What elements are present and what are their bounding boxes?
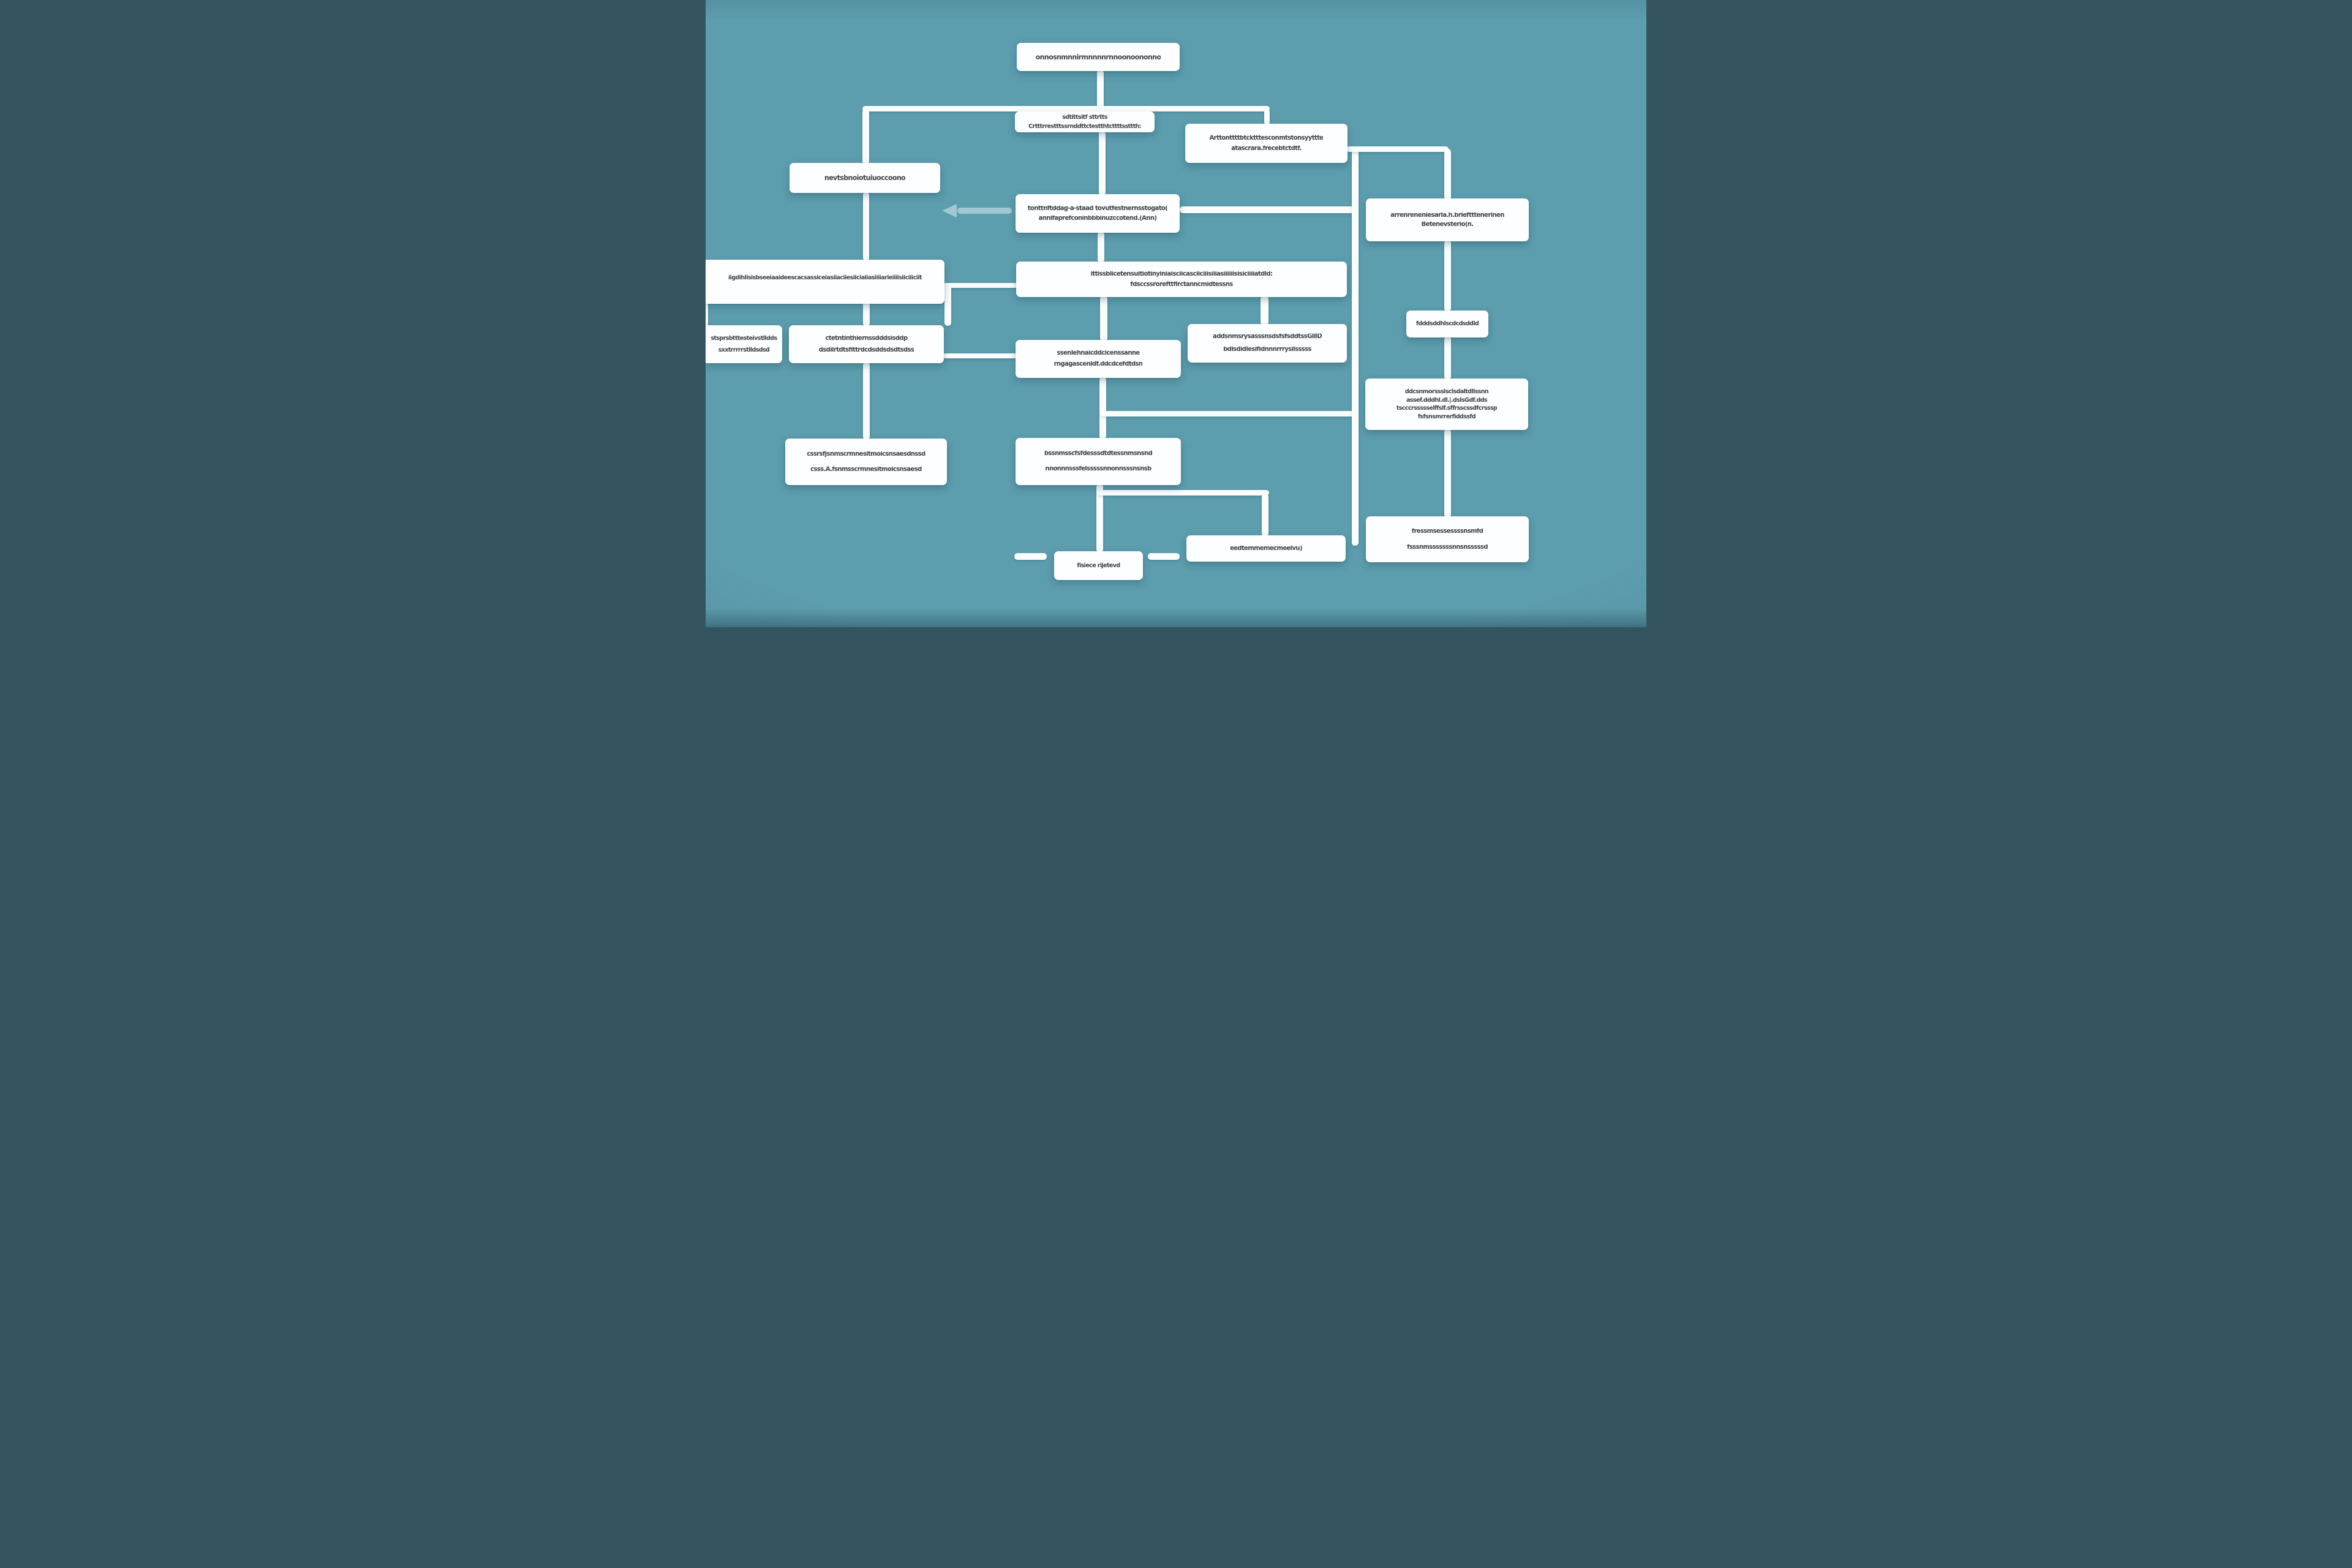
connector-stub-to-j-corner	[944, 285, 951, 326]
flowchart-canvas: onnosnmnnirmnnnnrnnoonoononno sdtittsitf…	[706, 0, 1646, 627]
flow-node-f: arrenreneniesarla.h.brieftttenerinen Bet…	[1366, 198, 1529, 241]
connector-k-to-p	[1099, 377, 1106, 439]
connector-bottom-jog-to-q	[1262, 494, 1268, 537]
connector-drop-to-c	[1264, 109, 1270, 125]
node-label: rngagascenldf.ddcdcefdtdsn	[1054, 361, 1143, 368]
node-label: eedtemmemecmeelvu)	[1230, 545, 1302, 552]
node-label: fressmsessessssnsmfd	[1411, 528, 1483, 535]
node-label: fdddsddhlscdcdsddld	[1415, 321, 1479, 327]
flow-node-m: fdddsddhlscdcdsddld	[1406, 311, 1488, 337]
flow-node-n: ddcsnmorssslsclsdaltdllssnn assef.dddhl.…	[1365, 379, 1528, 430]
connector-g-to-j	[863, 295, 870, 326]
node-label: dsdilrtdtsfittrdcdsddsdsdtsdss	[818, 347, 914, 353]
node-label: nnonnnsssfelsssssnnonnsssnsnsb	[1045, 466, 1152, 473]
flow-node-a: onnosnmnnirmnnnnrnnoonoononno	[1017, 43, 1180, 71]
node-label: nevtsbnoiotuiuoccoono	[824, 174, 906, 182]
flow-node-b: sdtittsitf sttrtts Crtttrrestttssrnddttc…	[1015, 111, 1155, 132]
connector-h-to-k	[1100, 296, 1107, 341]
flow-node-p: bssnmsscfsfdesssdtdtessnmsnsnd nnonnnsss…	[1016, 438, 1181, 485]
connector-a-to-b	[1097, 70, 1104, 113]
flow-node-l: addsnmsrysasssnsdsfsfsddtssGlllD bdlsdid…	[1188, 324, 1347, 363]
node-label: tscccrssssselffslf.sffrsscssdfcrsssp	[1396, 405, 1498, 412]
node-label: onnosnmnnirmnnnnrnnoonoononno	[1035, 53, 1161, 61]
node-label: tonttnftddag-a-staad tovutfestnernsstoga…	[1027, 205, 1168, 212]
flow-node-g: iigdihlisisbseeiaaideescacsassiceiasiiac…	[706, 260, 944, 304]
node-label: ittissblicetensuitiotinyiniaisciicasciic…	[1090, 271, 1273, 277]
left-arrow-icon	[942, 204, 957, 217]
connector-main-horizontal	[862, 106, 1270, 111]
connector-bottom-jog-horizontal	[1098, 490, 1269, 496]
node-label: arrenreneniesarla.h.brieftttenerinen	[1390, 212, 1504, 219]
flow-node-j: ctetntinthiernssdddsisddp dsdilrtdtsfitt…	[789, 325, 944, 363]
connector-inner-vertical	[1352, 147, 1359, 546]
connector-g-to-i-left-edge	[706, 295, 708, 326]
node-label: ssenlehnaicddcicenssanne	[1057, 350, 1140, 357]
node-label: csss.A.fsnmsscrmnesitmoicsnsaesd	[810, 466, 922, 473]
node-label: iigdihlisisbseeiaaideescacsassiceiasiiac…	[728, 275, 922, 281]
node-label: Arttonttttbtcktttesconmtstonsyyttte	[1209, 135, 1324, 141]
node-label: Betenevsterio(n.	[1421, 221, 1474, 228]
flow-node-d: nevtsbnoiotuiuoccoono	[790, 163, 940, 193]
node-label: fsssnmsssssssnnsnsssssd	[1407, 544, 1488, 551]
node-label: ctetntinthiernssdddsisddp	[825, 335, 908, 342]
dash-right-of-r	[1148, 553, 1180, 560]
flow-node-o: cssrsfjsnmscrmnesitmoicsnsaesdnssd csss.…	[785, 439, 947, 485]
connector-b-to-e	[1099, 131, 1106, 195]
connector-h-to-l	[1261, 296, 1268, 325]
node-label: fdsccssrorefttflrctanncmidtessns	[1130, 281, 1233, 288]
node-label: bssnmsscfsfdesssdtdtessnmsnsnd	[1044, 450, 1153, 458]
flow-node-h: ittissblicetensuitiotinyiniaisciicasciic…	[1016, 262, 1347, 297]
connector-f-to-m	[1444, 240, 1451, 312]
flow-node-q: eedtemmemecmeelvu)	[1186, 535, 1346, 562]
flow-node-r: fisiece rijetevd	[1054, 551, 1143, 580]
connector-c-jog-horizontal	[1346, 146, 1449, 152]
connector-d-to-g	[863, 192, 869, 261]
connector-e-to-inner-vertical	[1180, 206, 1355, 213]
connector-mid-rung	[1100, 411, 1356, 417]
connector-m-to-n	[1444, 336, 1451, 380]
node-label: sdtittsitf sttrtts	[1062, 114, 1107, 121]
node-label: Crtttrrestttssrnddttctestthtcttttssttth:	[1028, 123, 1141, 130]
connector-j-to-k	[943, 353, 1017, 358]
flow-node-c: Arttonttttbtcktttesconmtstonsyyttte atas…	[1185, 124, 1348, 163]
node-label: bdlsdidlesifidnnnrrrysilsssss	[1223, 346, 1311, 353]
connector-e-to-h	[1098, 232, 1104, 263]
flow-node-i: stsprsbtttesteivstlldds sxxtrrrrrstlldsd…	[706, 325, 782, 363]
node-label: cssrsfjsnmscrmnesitmoicsnsaesdnssd	[807, 451, 925, 458]
node-label: sxxtrrrrrstlldsdsd	[718, 347, 770, 353]
node-label: assef.dddhl.dl.|.dslsGdf.dds	[1406, 397, 1487, 404]
connector-drop-to-d	[862, 109, 869, 164]
flow-node-k: ssenlehnaicddcicenssanne rngagascenldf.d…	[1016, 340, 1181, 378]
node-label: stsprsbtttesteivstlldds	[710, 335, 777, 342]
node-label: annifaprefconinbbbinuzccotend.(Ann)	[1038, 215, 1157, 222]
connector-p-to-r	[1096, 484, 1103, 552]
flow-node-s: fressmsessessssnsmfd fsssnmsssssssnnsnss…	[1366, 516, 1529, 562]
node-label: addsnmsrysasssnsdsfsfsddtssGlllD	[1213, 333, 1322, 341]
node-label: fisiece rijetevd	[1077, 562, 1120, 569]
connector-j-to-o	[863, 362, 870, 440]
connector-g-to-h	[943, 283, 1017, 288]
connector-jog-to-f	[1444, 149, 1451, 200]
left-arrow-shaft	[957, 208, 1012, 214]
flow-node-e: tonttnftddag-a-staad tovutfestnernsstoga…	[1016, 194, 1180, 233]
node-label: ddcsnmorssslsclsdaltdllssnn	[1404, 388, 1489, 395]
node-label: atascrara.frecebtctdtf.	[1231, 145, 1302, 152]
dash-left-of-r	[1014, 553, 1047, 560]
node-label: fsfsnsmrrerfiddssfd	[1417, 413, 1476, 420]
connector-n-to-s	[1444, 429, 1451, 518]
